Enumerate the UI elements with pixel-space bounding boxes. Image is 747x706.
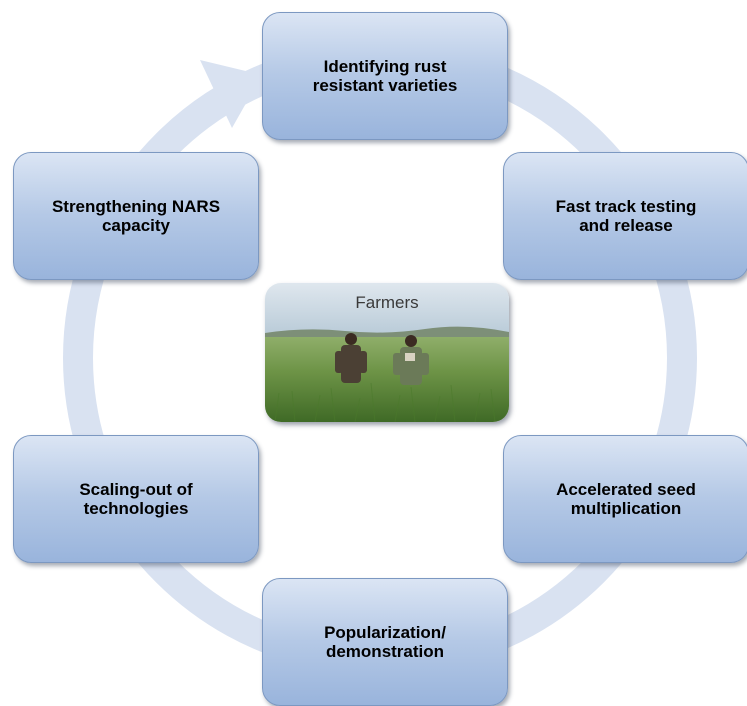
step-label: Strengthening NARS capacity: [51, 197, 221, 235]
center-label: Farmers: [355, 293, 419, 312]
step-accelerated-seed-multiplication: Accelerated seed multiplication: [503, 435, 747, 563]
step-label: Identifying rust resistant varieties: [312, 57, 458, 95]
step-label: Popularization/ demonstration: [324, 623, 446, 661]
step-fast-track-testing: Fast track testing and release: [503, 152, 747, 280]
grass-texture: [274, 382, 496, 422]
wheat-field: [265, 337, 509, 422]
cycle-arrow-head-icon: [200, 60, 262, 128]
step-label: Accelerated seed multiplication: [556, 480, 696, 518]
farmer-left: [335, 333, 367, 383]
farmers-photo: Farmers: [265, 283, 509, 422]
step-identifying-rust-resistant-varieties: Identifying rust resistant varieties: [262, 12, 508, 140]
farmer-right: [393, 335, 429, 385]
step-scaling-out-technologies: Scaling-out of technologies: [13, 435, 259, 563]
distant-hills: [265, 326, 509, 339]
farmers-in-wheat-field-photo: [265, 283, 509, 422]
sky: [265, 283, 509, 335]
step-strengthening-nars-capacity: Strengthening NARS capacity: [13, 152, 259, 280]
step-popularization-demonstration: Popularization/ demonstration: [262, 578, 508, 706]
step-label: Fast track testing and release: [555, 197, 697, 235]
step-label: Scaling-out of technologies: [79, 480, 193, 518]
